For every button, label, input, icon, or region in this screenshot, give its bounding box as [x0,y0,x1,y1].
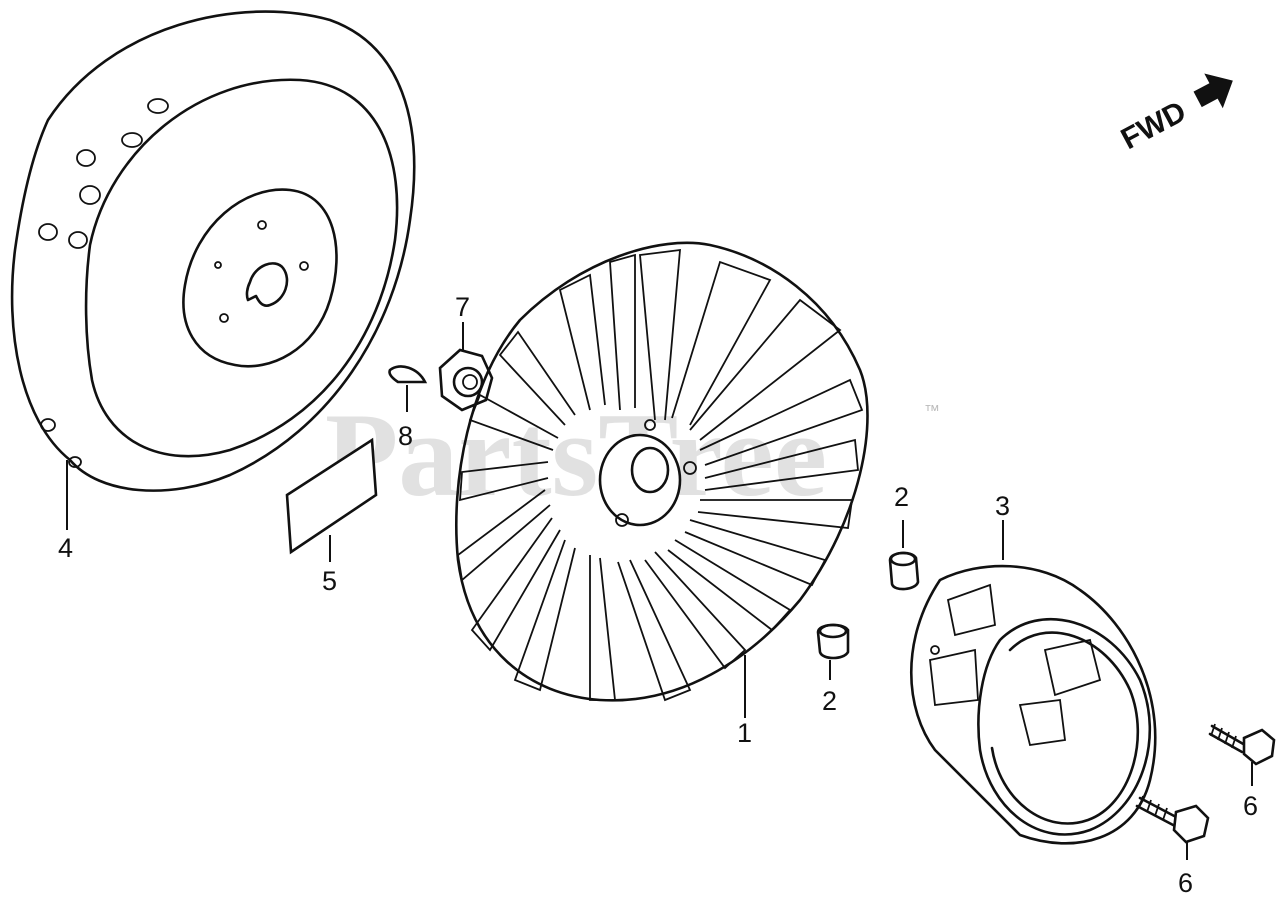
flange-bolt-upper[interactable] [1208,723,1276,766]
fwd-direction-indicator: FWD [1116,73,1233,156]
callout-label-plate: 5 [322,566,337,596]
callout-nut: 7 [455,292,470,322]
woodruff-key[interactable] [388,365,428,384]
callout-collar-upper: 2 [894,482,909,512]
callout-numbers: 1 2 2 3 4 5 6 6 7 8 [58,292,1258,898]
fwd-label: FWD [1116,95,1192,156]
collar-upper[interactable] [888,551,920,591]
callout-cooling-fan: 1 [737,718,752,748]
watermark-trademark: ™ [924,403,940,420]
label-plate[interactable] [285,437,378,555]
callout-starter-pulley: 3 [995,491,1010,521]
flywheel[interactable] [10,10,416,492]
fwd-arrow-icon [1193,73,1233,109]
callout-bolt-upper: 6 [1243,791,1258,821]
watermark: PartsTree ™ [325,388,940,521]
cooling-fan[interactable] [455,241,869,702]
starter-pulley[interactable] [909,564,1157,845]
callout-flywheel: 4 [58,533,73,563]
flange-bolt-lower[interactable] [1135,795,1210,844]
leader-lines [66,322,1253,860]
callout-collar-lower: 2 [822,686,837,716]
callout-bolt-lower: 6 [1178,868,1193,898]
watermark-text: PartsTree [325,388,827,521]
collar-lower[interactable] [816,623,850,660]
callout-woodruff-key: 8 [398,421,413,451]
